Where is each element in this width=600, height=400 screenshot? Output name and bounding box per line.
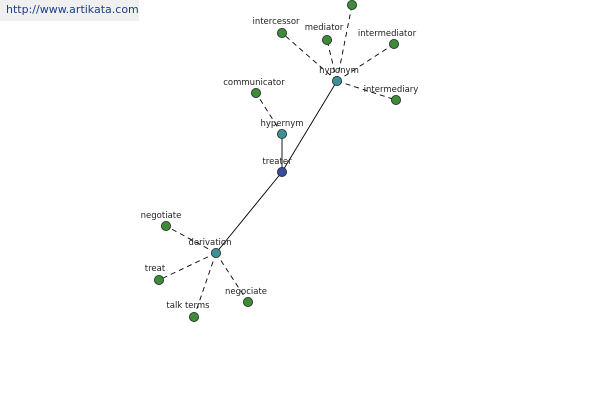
node-label-hyponym: hyponym — [319, 66, 359, 76]
node-label-negotiate: negotiate — [141, 211, 182, 221]
node-treat[interactable]: treat — [145, 264, 166, 285]
node-treater[interactable]: treater — [262, 157, 292, 177]
node-circle-negociate[interactable] — [242, 296, 253, 307]
node-circle-intermediator[interactable] — [388, 39, 399, 50]
node-circle-talk-terms[interactable] — [188, 311, 199, 322]
node-label-treater: treater — [262, 157, 292, 167]
site-url-link[interactable]: http://www.artikata.com — [0, 0, 139, 21]
node-talk-terms[interactable]: talk terms — [166, 301, 210, 322]
node-intermediator[interactable]: intermediator — [358, 29, 417, 50]
edges-layer — [158, 4, 397, 318]
node-circle-intermediary[interactable] — [390, 95, 401, 106]
node-circle-negotiate[interactable] — [160, 220, 171, 231]
node-label-derivation: derivation — [188, 238, 231, 248]
node-circle-intercessor[interactable] — [276, 27, 287, 38]
edge-hyponym-unlabeled — [336, 4, 353, 82]
node-circle-derivation[interactable] — [210, 247, 221, 258]
node-circle-treat[interactable] — [153, 274, 164, 285]
node-circle-hypernym[interactable] — [276, 128, 287, 139]
node-communicator[interactable]: communicator — [223, 78, 285, 99]
edge-hypernym-communicator — [255, 92, 283, 135]
node-label-hypernym: hypernym — [260, 119, 303, 129]
node-label-talk-terms: talk terms — [166, 301, 210, 311]
edge-derivation-treat — [158, 252, 217, 281]
node-derivation[interactable]: derivation — [188, 238, 232, 258]
node-negociate[interactable]: negociate — [225, 287, 267, 307]
nodes-layer: treater hypernym hyponym derivation communic… — [141, 0, 419, 322]
node-circle-unlabeled[interactable] — [346, 0, 357, 10]
node-label-communicator: communicator — [223, 78, 285, 88]
node-hyponym[interactable]: hyponym — [319, 66, 359, 87]
edge-derivation-talk-terms — [193, 252, 217, 318]
node-mediator[interactable]: mediator — [305, 23, 344, 46]
node-label-negociate: negociate — [225, 287, 267, 297]
edge-treater-derivation — [215, 171, 283, 254]
node-intermediary[interactable]: intermediary — [364, 85, 419, 106]
node-circle-hyponym[interactable] — [331, 76, 342, 87]
node-intercessor[interactable]: intercessor — [252, 17, 300, 38]
node-hypernym[interactable]: hypernym — [260, 119, 304, 139]
edge-treater-hyponym — [281, 80, 338, 173]
node-unlabeled[interactable] — [346, 0, 357, 10]
node-circle-treater[interactable] — [276, 166, 287, 177]
edge-hyponym-intercessor — [281, 32, 338, 82]
edge-derivation-negociate — [215, 252, 249, 303]
node-negotiate[interactable]: negotiate — [141, 211, 182, 231]
node-label-mediator: mediator — [305, 23, 344, 33]
edge-hyponym-intermediary — [336, 80, 397, 101]
edge-hyponym-intermediator — [336, 43, 395, 82]
edge-derivation-negotiate — [165, 225, 217, 254]
node-circle-communicator[interactable] — [250, 88, 261, 99]
edge-hyponym-mediator — [326, 39, 338, 82]
node-label-intermediary: intermediary — [364, 85, 419, 95]
node-label-intermediator: intermediator — [358, 29, 417, 39]
node-circle-mediator[interactable] — [321, 35, 332, 46]
node-label-treat: treat — [145, 264, 166, 274]
node-label-intercessor: intercessor — [252, 17, 300, 27]
